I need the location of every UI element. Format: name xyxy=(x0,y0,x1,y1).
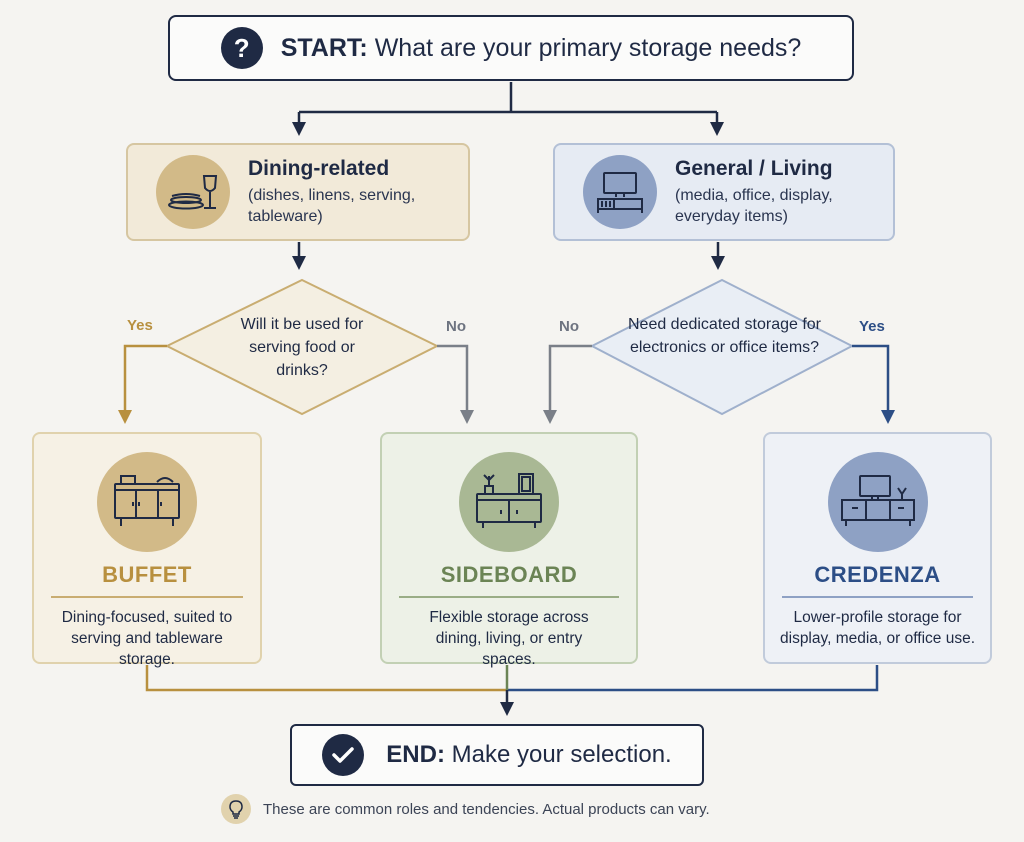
footnote-text: These are common roles and tendencies. A… xyxy=(263,800,710,818)
credenza-result-card: CREDENZA Lower-profile storage for displ… xyxy=(763,432,992,664)
tableware-icon xyxy=(156,155,230,229)
sideboard-divider xyxy=(399,596,619,598)
question-icon: ? xyxy=(220,27,263,69)
electronics-yes-label: Yes xyxy=(859,318,885,335)
sideboard-icon xyxy=(459,452,559,552)
end-prefix: END: xyxy=(386,741,445,768)
footnote: These are common roles and tendencies. A… xyxy=(221,794,710,824)
start-question: What are your primary storage needs? xyxy=(374,33,802,62)
buffet-result-card: BUFFET Dining-focused, suited to serving… xyxy=(32,432,262,668)
end-text: Make your selection. xyxy=(451,741,672,768)
buffet-icon xyxy=(97,452,197,552)
electronics-decision-diamond xyxy=(589,278,855,416)
general-category-desc: (media, office, display, everyday items) xyxy=(675,187,833,225)
electronics-yes-arrow xyxy=(852,344,895,424)
sideboard-description: Flexible storage across dining, living, … xyxy=(429,609,589,668)
serving-no-arrow xyxy=(437,344,474,424)
serving-decision-diamond xyxy=(164,278,440,416)
serving-yes-label: Yes xyxy=(127,317,153,334)
start-box: ? START: What are your primary storage n… xyxy=(168,15,854,81)
start-split-connector xyxy=(292,82,724,136)
start-headline: START: What are your primary storage nee… xyxy=(281,34,802,63)
buffet-divider xyxy=(51,596,243,598)
credenza-merge-line xyxy=(507,665,879,692)
buffet-merge-line xyxy=(145,665,507,692)
electronics-no-label: No xyxy=(559,318,579,335)
serving-no-label: No xyxy=(446,318,466,335)
lightbulb-icon xyxy=(221,794,251,824)
credenza-icon xyxy=(827,452,928,552)
dining-category-desc: (dishes, linens, serving, tableware) xyxy=(248,187,416,225)
electronics-no-arrow xyxy=(543,344,592,424)
check-icon xyxy=(322,734,365,776)
sideboard-result-card: SIDEBOARD Flexible storage across dining… xyxy=(380,432,638,668)
buffet-description: Dining-focused, suited to serving and ta… xyxy=(61,609,233,668)
start-prefix: START: xyxy=(280,33,368,62)
electronics-decision-question: Need dedicated storage for electronics o… xyxy=(627,316,821,356)
sideboard-title: SIDEBOARD xyxy=(440,562,578,587)
serving-yes-arrow xyxy=(118,344,167,424)
credenza-divider xyxy=(782,596,973,598)
buffet-title: BUFFET xyxy=(102,562,192,587)
dining-category-title: Dining-related xyxy=(248,157,390,180)
end-headline: END: Make your selection. xyxy=(386,741,671,769)
tv-stand-icon xyxy=(583,155,657,229)
credenza-title: CREDENZA xyxy=(814,562,941,587)
dining-category-box: Dining-related (dishes, linens, serving,… xyxy=(126,143,470,241)
general-category-box: General / Living (media, office, display… xyxy=(553,143,895,241)
general-category-title: General / Living xyxy=(675,157,833,180)
end-box: END: Make your selection. xyxy=(290,724,704,786)
serving-decision-question: Will it be used for serving food or drin… xyxy=(240,316,364,379)
credenza-description: Lower-profile storage for display, media… xyxy=(780,609,975,647)
